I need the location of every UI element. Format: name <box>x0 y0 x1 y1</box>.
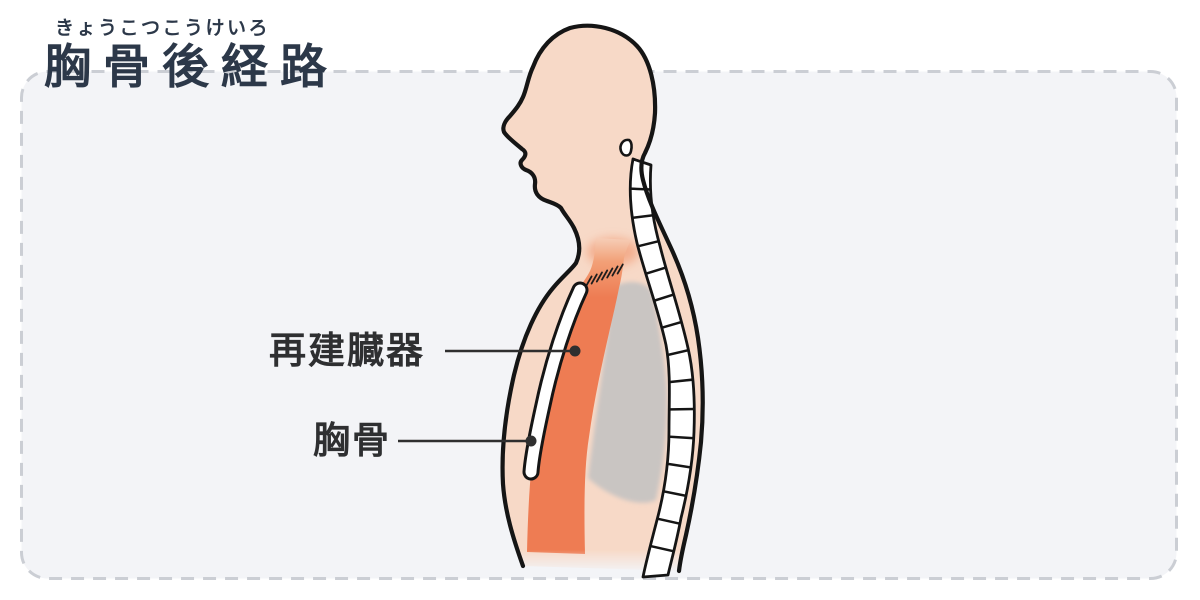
suture-marks <box>585 263 624 287</box>
reconstructed-organ-shape <box>527 238 631 554</box>
leader-dot-organ <box>569 345 581 357</box>
ear-icon <box>619 138 633 157</box>
leader-dot-sternum <box>525 435 537 447</box>
title-furigana: きょうこつこうけいろ <box>55 18 271 39</box>
label-reconstructed-organ: 再建臓器 <box>269 330 425 371</box>
sternum-shape <box>522 281 589 481</box>
figure-fills <box>502 25 703 571</box>
body-outline <box>500 23 705 574</box>
annotations <box>398 345 581 447</box>
title-block: きょうこつこうけいろ 胸骨後経路 <box>44 18 339 91</box>
page-title: 胸骨後経路 <box>44 39 339 93</box>
label-sternum: 胸骨 <box>313 420 391 461</box>
